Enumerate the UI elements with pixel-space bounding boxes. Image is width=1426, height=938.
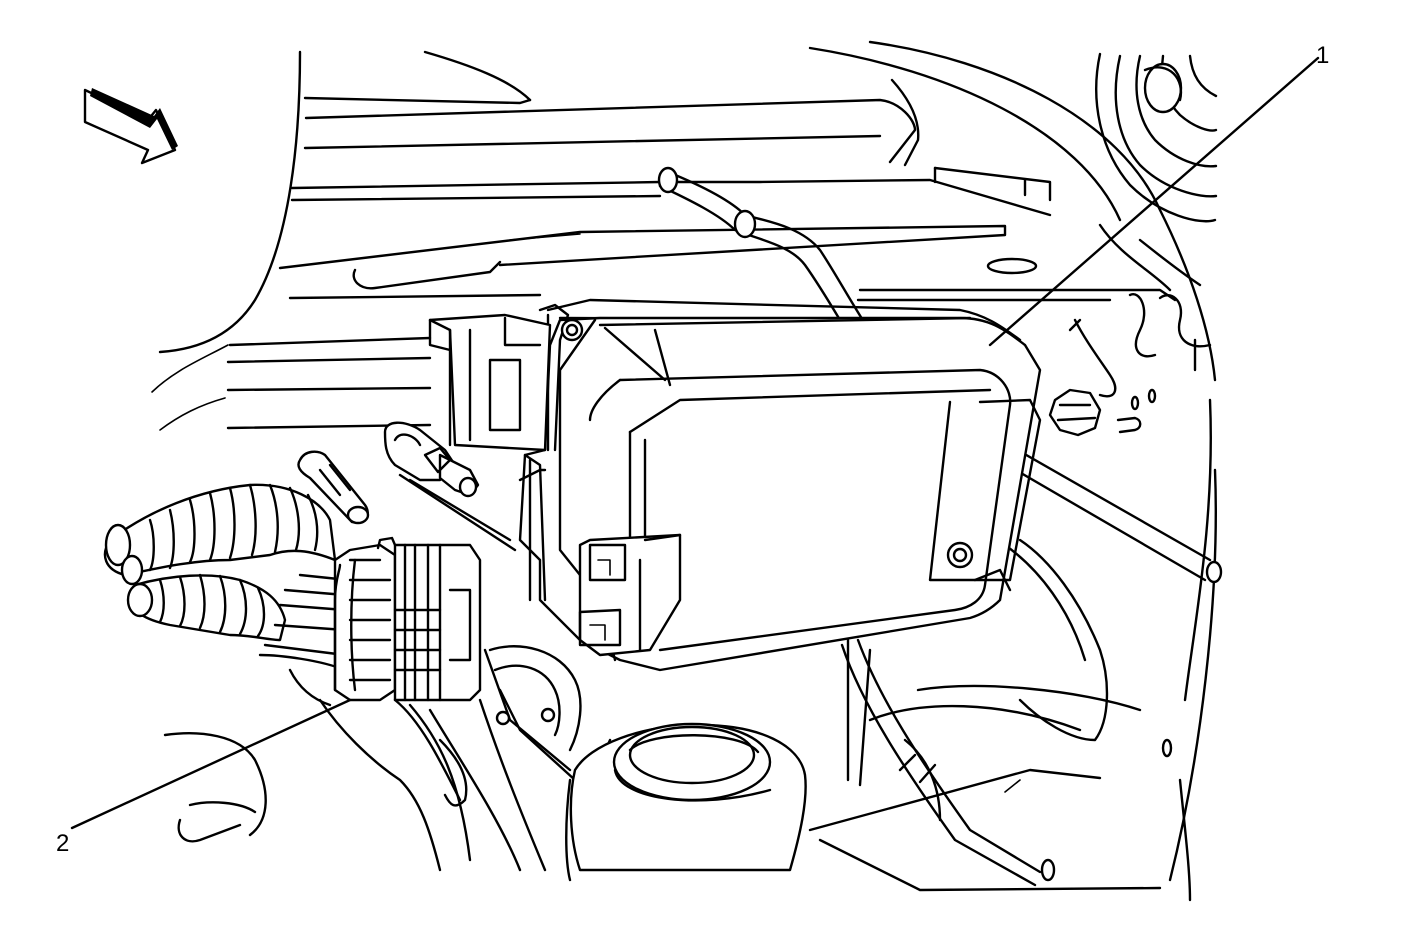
lower-components	[163, 645, 807, 882]
harness-connector	[333, 536, 482, 702]
vehicle-structure	[151, 40, 1218, 902]
sensor-fitting	[383, 421, 517, 552]
mounting-bolt	[1048, 388, 1102, 437]
callout-label-1: 1	[1316, 42, 1330, 69]
module-bracket	[428, 313, 552, 452]
control-module	[518, 298, 1042, 672]
leader-line-1	[988, 56, 1320, 347]
callout-label-2: 2	[56, 830, 70, 857]
leader-lines	[70, 56, 1320, 830]
inline-fuse	[297, 450, 370, 525]
wiring-harness	[103, 483, 350, 672]
forward-arrow-icon	[83, 88, 178, 165]
leader-line-2	[70, 698, 352, 830]
